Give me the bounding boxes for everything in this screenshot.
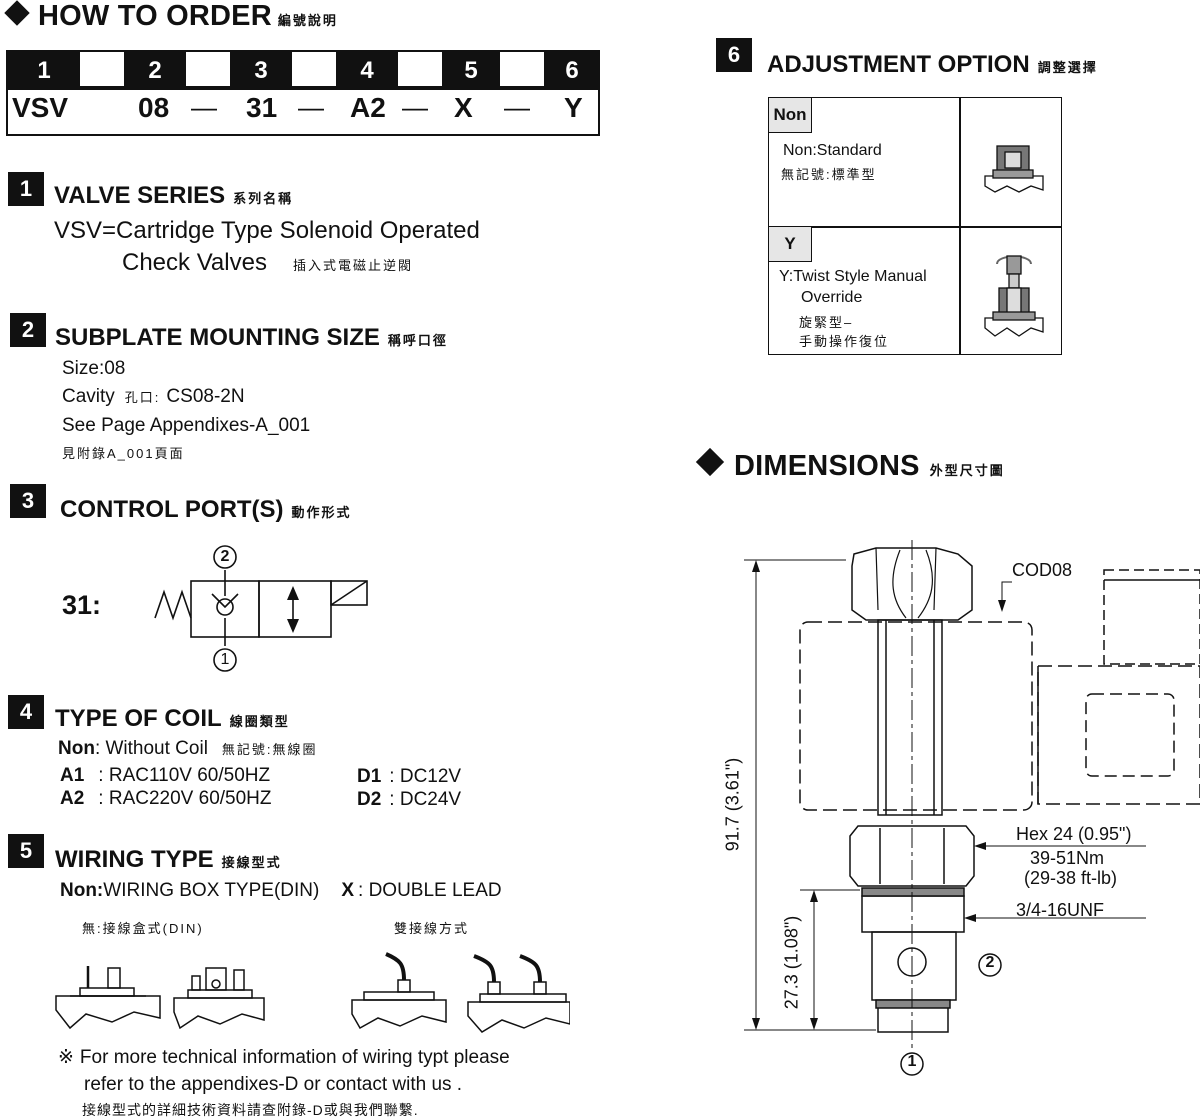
order-position-3: 3 — [254, 57, 268, 84]
wiring-illustrations — [55, 952, 570, 1033]
option-non-tag: Non — [768, 97, 812, 133]
option-non-desc: Non:Standard — [783, 142, 882, 159]
hex-label: Hex 24 (0.95") — [1016, 824, 1132, 844]
option-y-desc-1: Y:Twist Style Manual — [779, 268, 927, 285]
control-port-code: 31: — [62, 590, 102, 620]
order-code-port: 31 — [246, 92, 278, 123]
double-lead-label-zh: 雙接線方式 — [394, 921, 470, 936]
wiring-box-label-zh: 無:接線盒式(DIN) — [82, 921, 204, 936]
size-line: Size:08 — [62, 358, 126, 379]
dim-port-1-label: 1 — [907, 1053, 917, 1070]
order-position-6: 6 — [565, 57, 579, 84]
cod08-label: COD08 — [1012, 560, 1073, 580]
section-3-number: 3 — [10, 484, 46, 518]
option-y-tag: Y — [768, 226, 812, 262]
thread-label: 3/4-16UNF — [1016, 900, 1105, 920]
order-separator: — — [298, 92, 324, 122]
order-code-wiring: X — [454, 92, 473, 123]
option-y-zh-2: 手動操作復位 — [799, 334, 890, 349]
section-4-number: 4 — [8, 695, 44, 729]
order-position-2: 2 — [148, 57, 162, 84]
order-code-table: 1 2 3 4 5 6 VSV 08 — 31 — A2 — X — Y — [6, 50, 600, 136]
order-position-5: 5 — [464, 57, 478, 84]
port-1-label: 1 — [220, 651, 230, 668]
section-1-number: 1 — [8, 172, 44, 206]
twist-override-icon — [984, 255, 1044, 337]
section-3-title: CONTROL PORT(S)動作形式 — [60, 496, 352, 523]
section-6-number: 6 — [716, 38, 752, 72]
order-code-adjustment: Y — [564, 92, 583, 123]
coil-d1-line: D1: DC12V — [357, 766, 462, 787]
port-2-label: 2 — [220, 548, 230, 565]
wiring-note-zh: 接線型式的詳細技術資料請查附錄-D或與我們聯繫. — [82, 1102, 419, 1118]
order-separator: — — [504, 92, 530, 122]
order-separator: — — [191, 92, 217, 122]
see-page-line: See Page Appendixes-A_001 — [62, 415, 311, 436]
coil-a2-line: A2: RAC220V 60/50HZ — [60, 788, 272, 809]
control-port-symbol — [154, 545, 368, 672]
valve-series-desc: VSV=Cartridge Type Solenoid Operated — [54, 217, 480, 244]
order-position-1: 1 — [37, 57, 51, 84]
order-code-series: VSV — [12, 92, 69, 123]
order-position-4: 4 — [360, 57, 374, 84]
option-non-zh: 無記號:標準型 — [781, 167, 877, 182]
coil-a1-line: A1: RAC110V 60/50HZ — [60, 765, 271, 786]
section-5-number: 5 — [8, 834, 44, 868]
wiring-note-line-2: refer to the appendixes-D or contact wit… — [84, 1074, 463, 1095]
order-code-size: 08 — [138, 92, 170, 123]
coil-d2-line: D2: DC24V — [357, 789, 462, 810]
option-y-zh-1: 旋緊型– — [799, 315, 854, 330]
dim-port-2-label: 2 — [985, 954, 995, 971]
dimension-drawing — [744, 540, 1200, 1076]
standard-adjuster-icon — [984, 145, 1044, 193]
section-2-number: 2 — [10, 313, 46, 347]
diamond-bullet-icon — [695, 447, 725, 477]
wiring-types-line: Non:WIRING BOX TYPE(DIN)X: DOUBLE LEAD — [60, 880, 502, 901]
option-y-desc-2: Override — [801, 289, 863, 306]
torque-nm-label: 39-51Nm — [1030, 848, 1105, 868]
see-page-line-zh: 見附錄A_001頁面 — [62, 446, 185, 461]
order-code-coil: A2 — [350, 92, 386, 123]
diamond-bullet-icon — [4, 0, 30, 26]
order-separator: — — [402, 92, 428, 122]
adjustment-option-table: Non Non:Standard 無記號:標準型 Y Y:Twist Style… — [768, 97, 1062, 355]
overall-length-label: 91.7 (3.61") — [722, 757, 743, 852]
lower-length-label: 27.3 (1.08") — [781, 915, 802, 1010]
torque-ftlb-label: (29-38 ft-lb) — [1024, 868, 1118, 888]
wiring-note-line-1: ※For more technical information of wirin… — [58, 1047, 510, 1068]
